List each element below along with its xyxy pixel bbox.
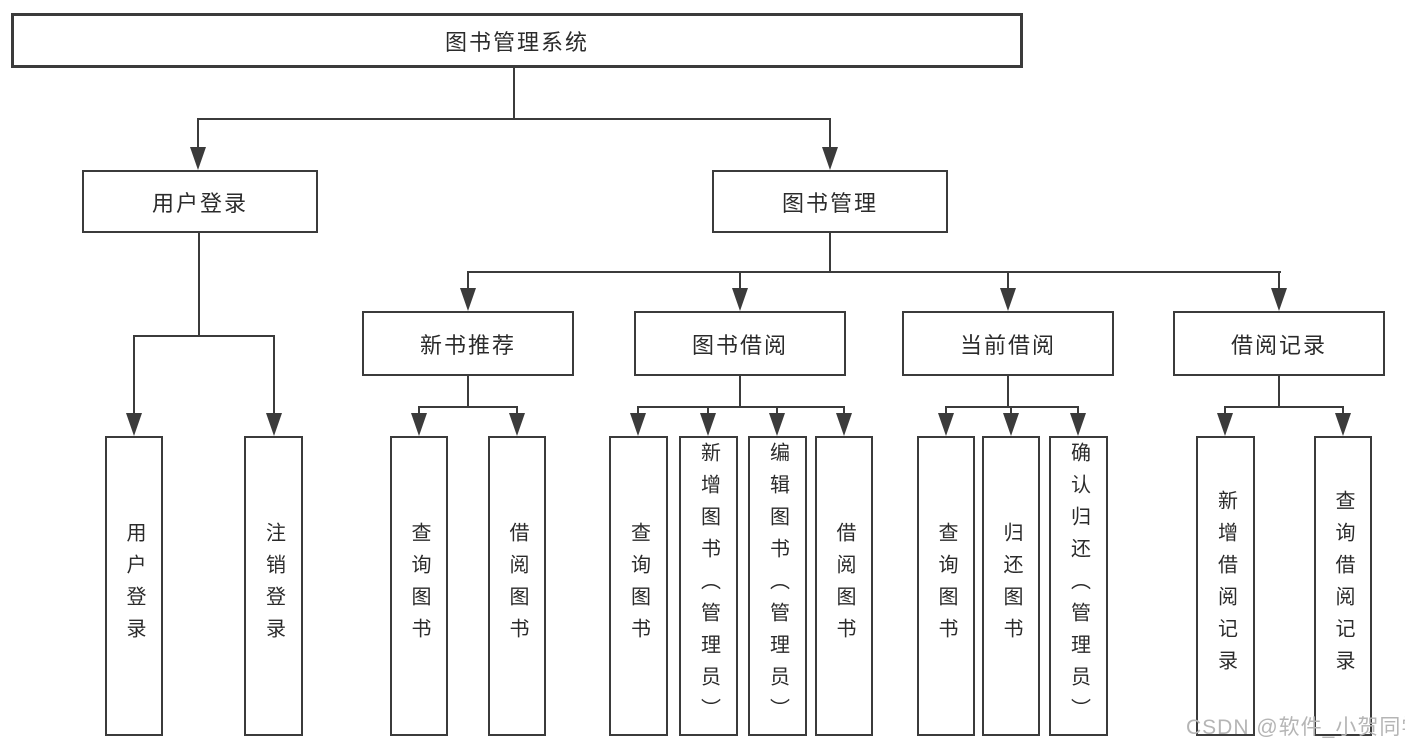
arrow-down-icon <box>769 413 785 436</box>
connector-line <box>707 406 709 415</box>
leaf-confirm-return-admin: 确认归还（管理员） <box>1049 436 1108 736</box>
connector-line <box>418 406 420 415</box>
connector-line <box>637 406 845 408</box>
connector-line <box>1007 271 1009 291</box>
connector-line <box>1342 406 1344 415</box>
connector-line <box>467 271 469 291</box>
leaf-add-borrow-record: 新增借阅记录 <box>1196 436 1255 736</box>
connector-line <box>945 406 1079 408</box>
leaf-borrow-books-recommend: 借阅图书 <box>488 436 546 736</box>
connector-line <box>418 406 518 408</box>
connector-line <box>1278 271 1280 291</box>
arrow-down-icon <box>190 147 206 170</box>
arrow-down-icon <box>1217 413 1233 436</box>
connector-line <box>513 66 515 120</box>
connector-line <box>197 118 199 150</box>
leaf-edit-book-admin: 编辑图书（管理员） <box>748 436 807 736</box>
node-borrow-records: 借阅记录 <box>1173 311 1385 376</box>
node-new-book-recommend: 新书推荐 <box>362 311 574 376</box>
node-current-borrow: 当前借阅 <box>902 311 1114 376</box>
connector-line <box>516 406 518 415</box>
arrow-down-icon <box>460 288 476 311</box>
node-user-login: 用户登录 <box>82 170 318 233</box>
leaf-return-books: 归还图书 <box>982 436 1040 736</box>
connector-line <box>198 233 200 337</box>
connector-line <box>843 406 845 415</box>
arrow-down-icon <box>1271 288 1287 311</box>
arrow-down-icon <box>938 413 954 436</box>
leaf-add-book-admin: 新增图书（管理员） <box>679 436 738 736</box>
connector-line <box>829 118 831 150</box>
connector-line <box>197 118 831 120</box>
connector-line <box>1278 376 1280 408</box>
leaf-search-books-current: 查询图书 <box>917 436 975 736</box>
connector-line <box>1077 406 1079 415</box>
node-book-management: 图书管理 <box>712 170 948 233</box>
node-book-borrow: 图书借阅 <box>634 311 846 376</box>
connector-line <box>945 406 947 415</box>
arrow-down-icon <box>822 147 838 170</box>
arrow-down-icon <box>836 413 852 436</box>
connector-line <box>133 335 135 415</box>
connector-line <box>1224 406 1226 415</box>
connector-line <box>273 335 275 415</box>
arrow-down-icon <box>732 288 748 311</box>
connector-line <box>829 233 831 273</box>
arrow-down-icon <box>630 413 646 436</box>
connector-line <box>637 406 639 415</box>
leaf-logout: 注销登录 <box>244 436 303 736</box>
connector-line <box>739 376 741 408</box>
connector-line <box>776 406 778 415</box>
node-library-system: 图书管理系统 <box>11 13 1023 68</box>
arrow-down-icon <box>700 413 716 436</box>
connector-line <box>467 271 1281 273</box>
arrow-down-icon <box>411 413 427 436</box>
arrow-down-icon <box>126 413 142 436</box>
leaf-search-borrow-record: 查询借阅记录 <box>1314 436 1372 736</box>
arrow-down-icon <box>1070 413 1086 436</box>
arrow-down-icon <box>266 413 282 436</box>
arrow-down-icon <box>1335 413 1351 436</box>
leaf-search-books-recommend: 查询图书 <box>390 436 448 736</box>
arrow-down-icon <box>509 413 525 436</box>
connector-line <box>739 271 741 291</box>
connector-line <box>1224 406 1344 408</box>
leaf-search-books-borrow: 查询图书 <box>609 436 668 736</box>
watermark: CSDN @软件_小贺同学 <box>1186 716 1405 739</box>
arrow-down-icon <box>1000 288 1016 311</box>
leaf-borrow-books: 借阅图书 <box>815 436 873 736</box>
connector-line <box>1007 376 1009 408</box>
leaf-user-login: 用户登录 <box>105 436 163 736</box>
connector-line <box>467 376 469 408</box>
connector-line <box>133 335 275 337</box>
arrow-down-icon <box>1003 413 1019 436</box>
connector-line <box>1010 406 1012 415</box>
